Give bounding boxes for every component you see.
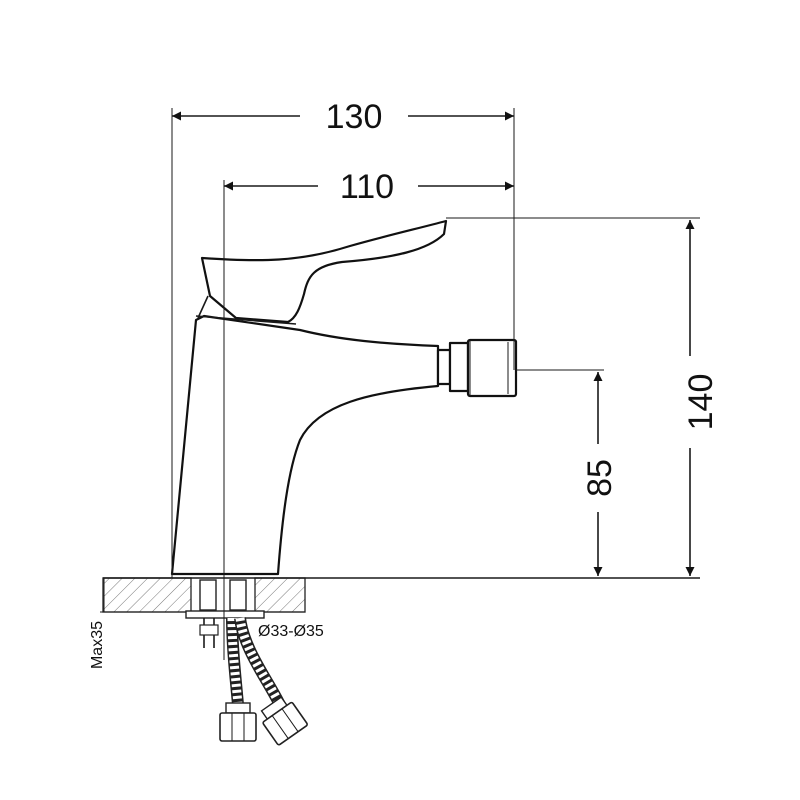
dimension-total-height: 140 <box>682 220 720 576</box>
dimension-total-width: 130 <box>172 98 514 136</box>
faucet-body <box>170 219 518 576</box>
spout-reach-label: 110 <box>340 168 394 206</box>
dimension-hole-diameter: Ø33-Ø35 <box>258 623 324 640</box>
hole-diameter-label: Ø33-Ø35 <box>258 623 324 640</box>
mounting-assembly <box>185 579 308 746</box>
total-width-label: 130 <box>326 98 383 136</box>
dimension-counter-thickness: Max35 <box>89 578 106 669</box>
extension-lines <box>100 108 700 660</box>
outlet-height-label: 85 <box>581 459 619 497</box>
total-height-label: 140 <box>682 374 720 431</box>
countertop <box>102 577 700 613</box>
dimension-outlet-height: 85 <box>581 372 619 576</box>
counter-thickness-label: Max35 <box>89 621 106 669</box>
dimension-spout-reach: 110 <box>224 168 514 206</box>
